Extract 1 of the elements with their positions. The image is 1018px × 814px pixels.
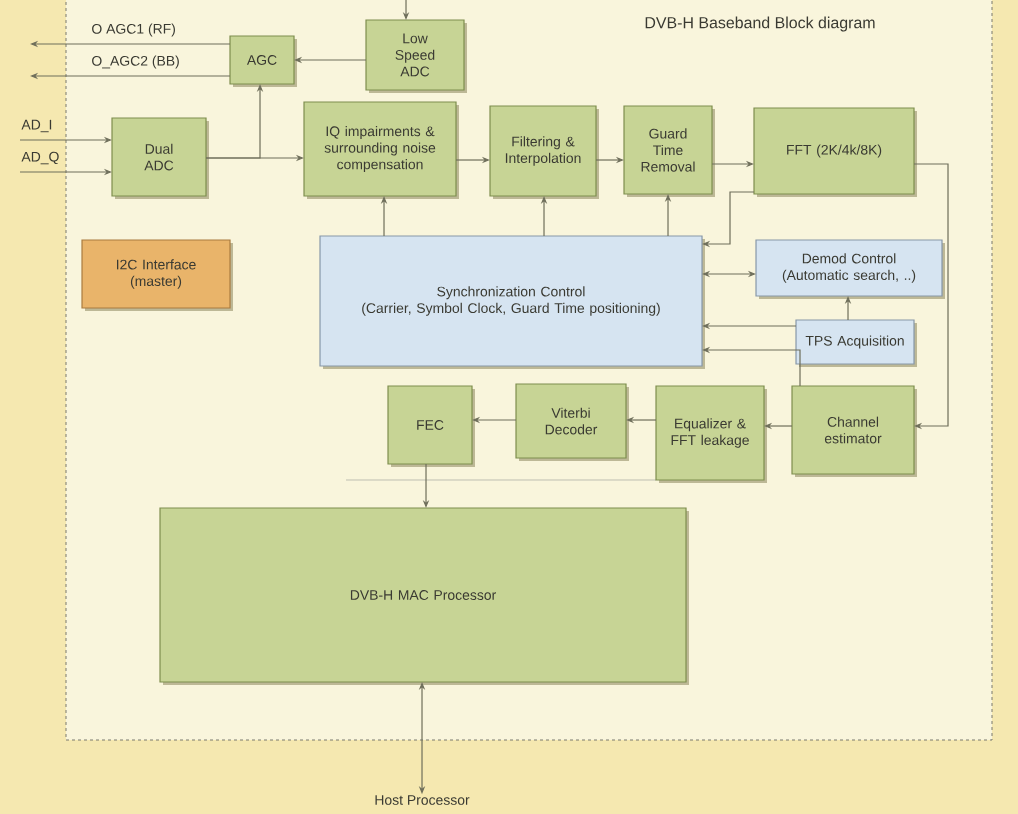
arrow xyxy=(913,163,949,430)
